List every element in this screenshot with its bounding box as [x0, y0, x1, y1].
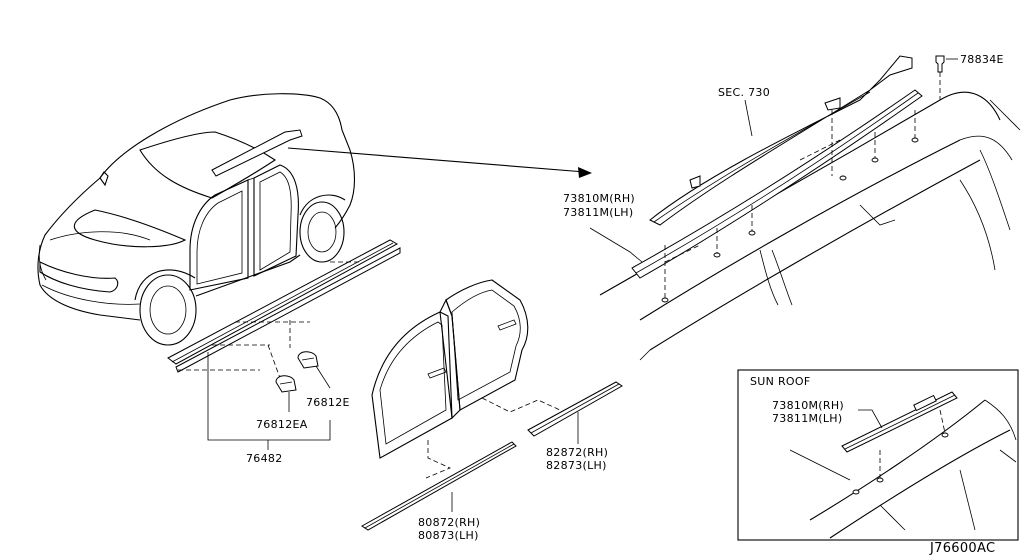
diagram-id: J76600AC — [929, 541, 995, 556]
sunroof-title: SUN ROOF — [750, 375, 810, 388]
roof-rail-detail — [589, 55, 1021, 361]
label-front-molding-lh: 80873(LH) — [418, 529, 479, 542]
label-front-molding-rh: 80872(RH) — [418, 516, 480, 529]
clip-76812ea — [275, 375, 297, 412]
label-sec-730: SEC. 730 — [718, 86, 770, 99]
doors-illustration — [371, 279, 529, 459]
sunroof-inset — [737, 369, 1019, 541]
vehicle-illustration — [37, 93, 356, 346]
sill-bracket-line — [207, 352, 331, 450]
label-rear-molding-rh: 82872(RH) — [546, 446, 608, 459]
label-roof-rail-rh: 73810M(RH) — [563, 192, 635, 205]
clip-76812e — [297, 351, 331, 389]
label-sill-molding: 76482 — [246, 452, 283, 465]
rear-door-molding — [481, 381, 623, 444]
label-clip-76812ea: 76812EA — [256, 418, 308, 431]
sunroof-label-rail-lh: 73811M(LH) — [772, 412, 842, 425]
label-clip-top: 78834E — [960, 53, 1004, 66]
callout-arrow — [287, 147, 592, 178]
label-rear-molding-lh: 82873(LH) — [546, 459, 607, 472]
label-roof-rail-lh: 73811M(LH) — [563, 206, 633, 219]
sunroof-label-rail-rh: 73810M(RH) — [772, 399, 844, 412]
sill-molding-76482 — [167, 239, 401, 379]
label-clip-76812e: 76812E — [306, 396, 350, 409]
front-door-molding — [361, 440, 517, 531]
